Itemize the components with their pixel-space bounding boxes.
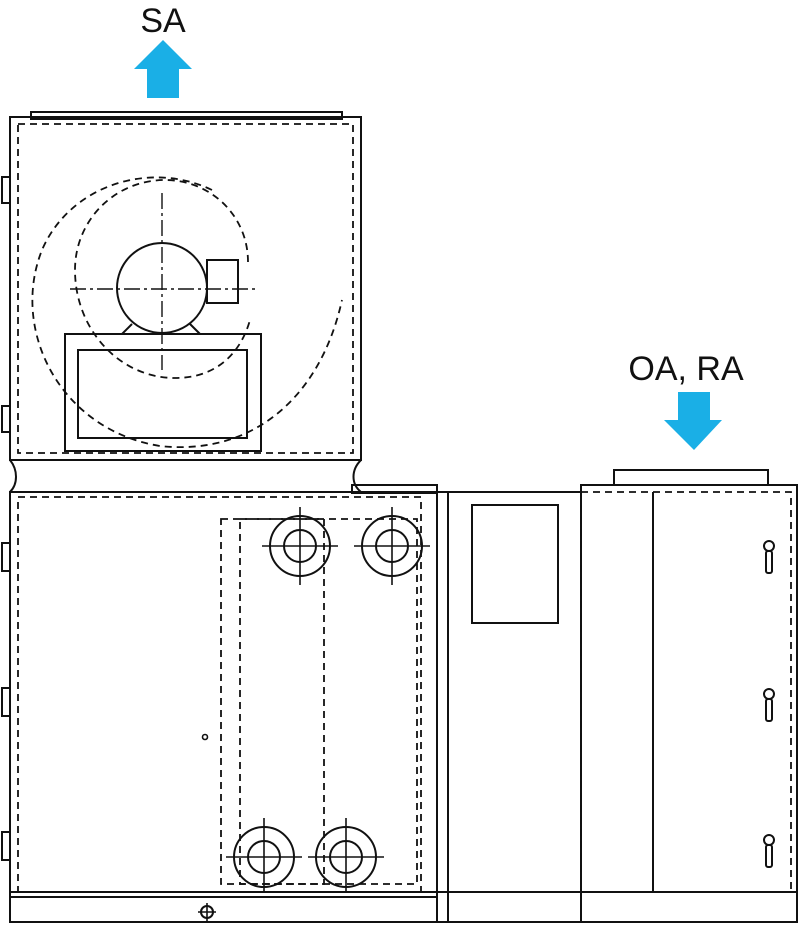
door-handle-icon <box>763 540 775 574</box>
pipe-connection <box>226 818 302 892</box>
supply-air-arrow-icon <box>134 40 192 98</box>
inspection-window <box>471 504 559 624</box>
access-section <box>436 491 582 923</box>
pipe-connection <box>308 818 384 892</box>
intake-air-arrow-icon <box>664 392 722 450</box>
heat-exchanger-section <box>1 484 438 923</box>
fan-section <box>1 111 362 461</box>
intake-section <box>580 469 798 923</box>
door-handle-icon <box>763 688 775 722</box>
oa-ra-label: OA, RA <box>628 350 744 388</box>
sa-label: SA <box>140 2 186 40</box>
door-handle-icon <box>763 834 775 868</box>
motor-base <box>64 333 262 452</box>
pipe-connection <box>262 507 338 585</box>
pipe-connection <box>354 507 430 585</box>
flexible-connector <box>9 459 362 493</box>
drain-fitting-icon <box>198 903 216 921</box>
